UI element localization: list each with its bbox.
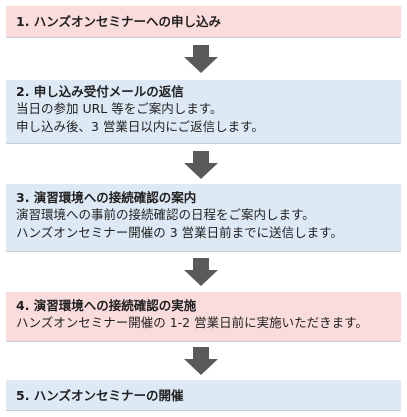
down-arrow-icon [184,45,218,73]
step-description: 申し込み後、3 営業日以内にご返信します。 [16,119,264,134]
flow-step-3: 3. 演習環境への接続確認の案内 演習環境への事前の接続確認の日程をご案内します… [6,184,401,252]
step-description: 演習環境への事前の接続確認の日程をご案内します。 [16,207,315,222]
step-title: 2. 申し込み受付メールの返信 [16,84,184,99]
flow-step-4: 4. 演習環境への接続確認の実施 ハンズオンセミナー開催の 1-2 営業日前に実… [6,292,401,342]
flow-step-1: 1. ハンズオンセミナーへの申し込み [6,6,401,38]
step-description: ハンズオンセミナー開催の 3 営業日前までに送信します。 [16,225,343,240]
step-description: ハンズオンセミナー開催の 1-2 営業日前に実施いただきます。 [16,315,368,330]
step-title: 4. 演習環境への接続確認の実施 [16,298,197,313]
flow-step-5: 5. ハンズオンセミナーの開催 [6,380,401,411]
down-arrow-icon [184,347,218,375]
down-arrow-icon [184,258,218,286]
step-title: 3. 演習環境への接続確認の案内 [16,190,197,205]
flow-step-2: 2. 申し込み受付メールの返信 当日の参加 URL 等をご案内します。 申し込み… [6,80,401,144]
step-description: 当日の参加 URL 等をご案内します。 [16,101,223,116]
step-title: 5. ハンズオンセミナーの開催 [16,388,184,403]
step-title: 1. ハンズオンセミナーへの申し込み [16,14,222,29]
down-arrow-icon [184,151,218,179]
